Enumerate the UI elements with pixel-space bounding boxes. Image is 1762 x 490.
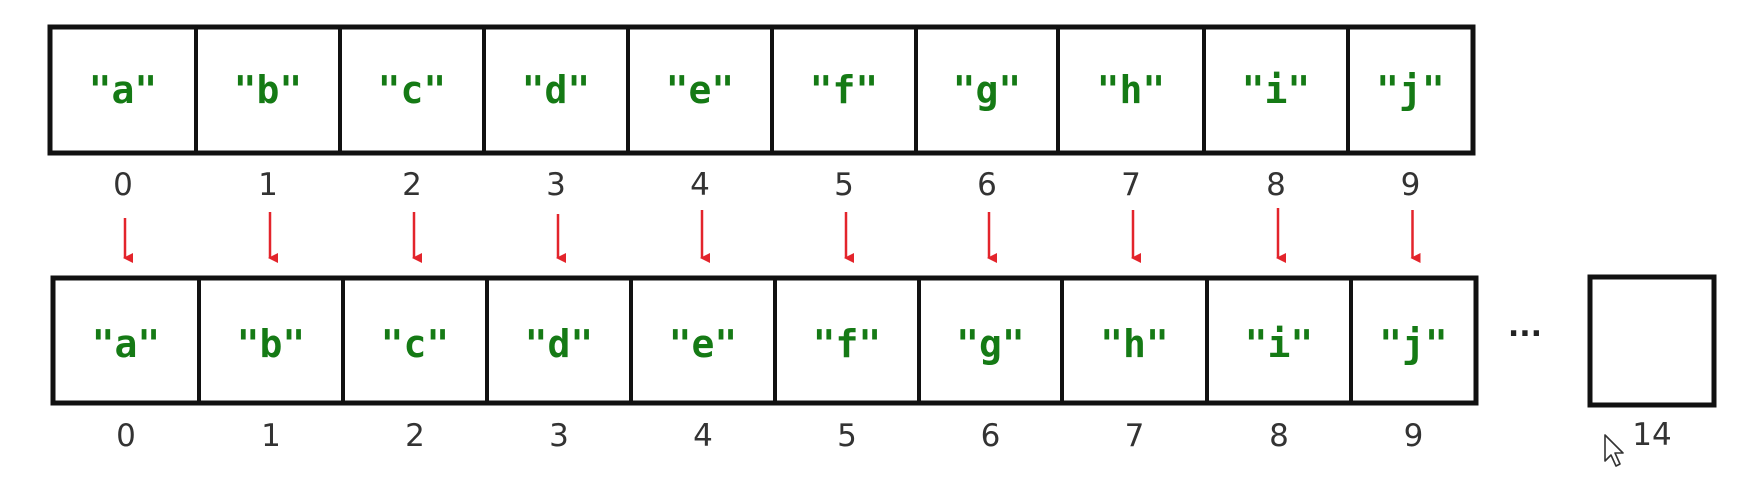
source-index-label: 3: [546, 167, 566, 203]
target-cell-value: "a": [92, 322, 161, 366]
source-index-label: 0: [113, 167, 133, 203]
target-index-label: 5: [837, 418, 857, 454]
mouse-pointer-icon: [1604, 434, 1624, 467]
ellipsis: ...: [1508, 309, 1542, 344]
source-cell-value: "b": [234, 68, 303, 112]
target-index-label: 0: [116, 418, 136, 454]
target-index-label: 8: [1269, 418, 1289, 454]
source-cell-value: "h": [1097, 68, 1166, 112]
target-index-label: 9: [1404, 418, 1424, 454]
last-index-label: 14: [1632, 417, 1671, 453]
target-cell-value: "h": [1100, 322, 1169, 366]
target-cell-value: "g": [956, 322, 1025, 366]
source-cell-value: "c": [378, 68, 447, 112]
source-cell-value: "f": [810, 68, 879, 112]
target-cell-value: "d": [525, 322, 594, 366]
source-cell-value: "i": [1242, 68, 1311, 112]
target-indices: 0 1 2 3 4 5 6 7 8 9: [116, 418, 1423, 454]
target-index-label: 1: [261, 418, 281, 454]
source-array-frame: [47, 24, 1476, 156]
target-index-label: 7: [1125, 418, 1145, 454]
target-index-label: 6: [981, 418, 1001, 454]
source-index-label: 6: [977, 167, 997, 203]
target-cell-value: "i": [1245, 322, 1314, 366]
source-index-label: 8: [1266, 167, 1286, 203]
source-cell-value: "g": [953, 68, 1022, 112]
source-array: "a" "b" "c" "d" "e" "f" "g" "h" "i" "j": [47, 24, 1476, 156]
source-index-label: 9: [1401, 167, 1421, 203]
target-index-label: 2: [405, 418, 425, 454]
source-index-label: 5: [834, 167, 854, 203]
target-index-label: 4: [693, 418, 713, 454]
target-cell-value: "c": [381, 322, 450, 366]
source-cell-value: "d": [522, 68, 591, 112]
source-cell-value: "e": [666, 68, 735, 112]
source-index-label: 7: [1121, 167, 1141, 203]
source-indices: 0 1 2 3 4 5 6 7 8 9: [113, 167, 1420, 203]
source-index-label: 2: [402, 167, 422, 203]
source-cell-value: "a": [89, 68, 158, 112]
target-cell-value: "f": [813, 322, 882, 366]
target-array-frame: [50, 275, 1479, 406]
copy-arrows: [123, 208, 1421, 263]
target-index-label: 3: [549, 418, 569, 454]
last-element-cell: [1587, 274, 1717, 408]
target-cell-value: "e": [669, 322, 738, 366]
source-index-label: 4: [690, 167, 710, 203]
target-array: "a" "b" "c" "d" "e" "f" "g" "h" "i" "j": [50, 275, 1479, 406]
target-cell-value: "b": [237, 322, 306, 366]
source-index-label: 1: [258, 167, 278, 203]
source-cell-value: "j": [1376, 68, 1445, 112]
target-cell-value: "j": [1379, 322, 1448, 366]
